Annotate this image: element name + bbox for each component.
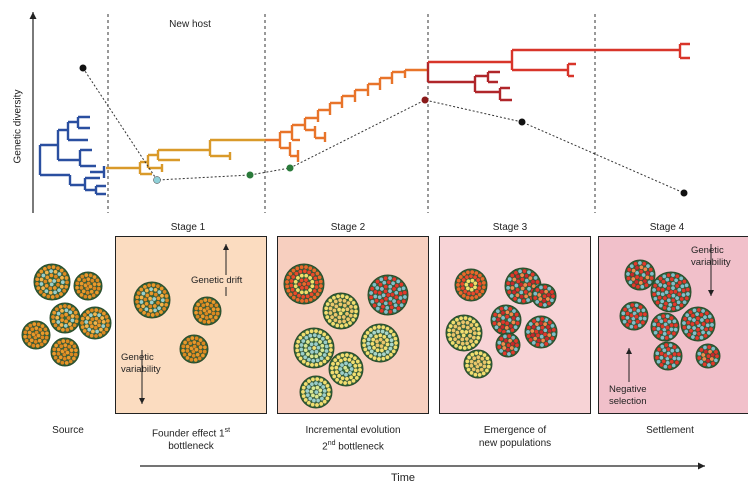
cell-cluster [624,259,656,291]
trend-point [286,164,294,172]
stage2-tree [265,68,428,162]
cell-cluster [495,332,521,358]
source-tree [38,115,106,196]
cell-cluster [78,306,112,340]
cell-cluster [360,323,400,363]
stage-title-2: Stage 2 [330,222,366,233]
cell-cluster [367,274,409,316]
cell-cluster [445,314,483,352]
cell-cluster [619,301,649,331]
cell-cluster [299,375,333,409]
trend-point [421,96,429,104]
cell-cluster [133,281,171,319]
cell-cluster [695,343,721,369]
cell-cluster [50,337,80,367]
trend-point [680,189,688,197]
cell-cluster [283,263,325,305]
genetic-variability-text-4: Genetic variability [691,245,731,268]
cell-cluster [328,351,364,387]
caption-source: Source [52,425,84,436]
caption-stage3-line2: new populations [478,438,552,449]
caption-stage2: Incremental evolution 2nd bottleneck [283,424,423,453]
cell-cluster [33,263,71,301]
cell-cluster [192,296,222,326]
trend-point [518,118,526,126]
cell-cluster [650,271,692,313]
stage3-tree [426,62,512,102]
caption-stage2-line1: Incremental evolution [305,425,401,436]
caption-stage3-line1: Emergence of [483,425,547,436]
new-host-label: New host [169,19,211,30]
cell-cluster [490,304,522,336]
caption-stage1: Founder effect 1st bottleneck [126,424,256,453]
cell-cluster [21,320,51,350]
cell-cluster [454,268,488,302]
caption-stage1-sup: st [224,427,231,434]
caption-stage1-line1: Founder effect 1 [151,428,225,440]
time-label: Time [390,472,416,484]
trend-point [153,176,161,184]
cell-cluster [680,306,716,342]
stage1-tree [106,138,265,176]
cell-cluster [179,334,209,364]
cell-cluster [293,327,335,369]
trend-point [246,171,254,179]
genetic-drift-text: Genetic drift [191,275,243,287]
stage1-panel [115,236,267,414]
cell-cluster [524,315,558,349]
caption-stage2-sup: nd [327,440,336,447]
stage-title-3: Stage 3 [492,222,528,233]
cell-cluster [73,271,103,301]
caption-stage1-line2: bottleneck [168,441,214,453]
caption-stage4: Settlement [646,425,694,436]
cell-cluster [463,349,493,379]
stage-title-4: Stage 4 [649,222,685,233]
trend-point [79,64,87,72]
cell-cluster [650,312,680,342]
cell-cluster [653,341,683,371]
negative-selection-text: Negative selection [609,384,647,407]
caption-stage2-line2-tail: bottleneck [335,441,384,453]
caption-stage3: Emergence of new populations [450,424,580,450]
stage-title-1: Stage 1 [170,222,206,233]
genetic-variability-text-1: Genetic variability [121,352,161,375]
cell-cluster [49,302,81,334]
stage4-tree [428,42,690,78]
cell-cluster [322,292,360,330]
cell-cluster [531,283,557,309]
caption-stage2-line2-head: 2 [322,441,328,453]
